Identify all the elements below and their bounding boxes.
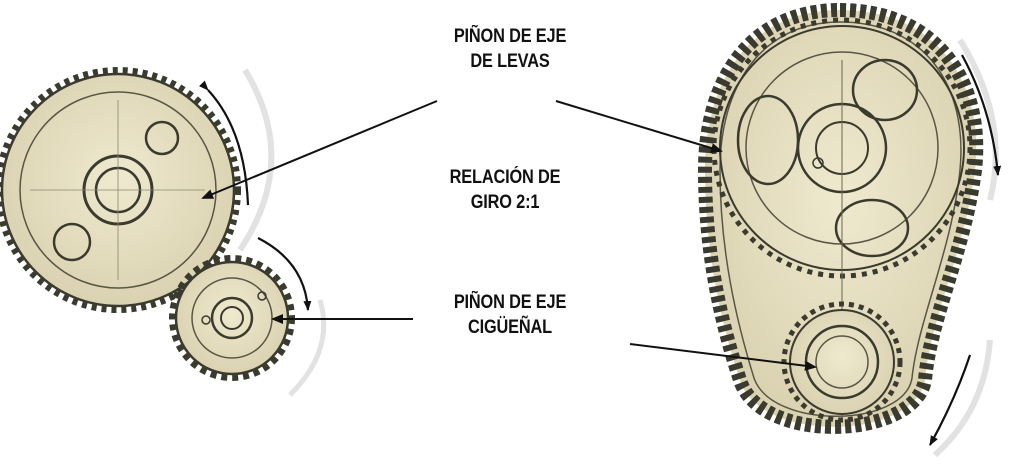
gear-ratio-label: RELACIÓN DE GIRO 2:1 xyxy=(419,165,591,215)
ratio-label-line2: GIRO 2:1 xyxy=(470,192,540,213)
motion-shadow xyxy=(288,299,327,397)
crankshaft-label-line1: PIÑON DE EJE xyxy=(453,292,567,313)
camshaft-gear-left xyxy=(0,67,241,313)
crankshaft-sprocket-right xyxy=(781,301,903,423)
curved-arrow-icon xyxy=(257,237,312,311)
camshaft-sprocket-label: PIÑON DE EJE DE LEVAS xyxy=(424,24,596,74)
curved-arrow-icon xyxy=(961,54,1002,176)
camshaft-label-line1: PIÑON DE EJE xyxy=(453,26,567,47)
timing-chain xyxy=(697,2,984,434)
pointer-arrow-camshaft-left xyxy=(201,100,438,199)
ratio-label-line1: RELACIÓN DE xyxy=(449,167,561,188)
motion-shadow xyxy=(932,339,993,458)
crankshaft-label-line2: CIGÜEÑAL xyxy=(468,317,552,338)
chain-drive-illustration xyxy=(697,2,1002,458)
camshaft-label-line2: DE LEVAS xyxy=(470,51,550,72)
crankshaft-sprocket-label: PIÑON DE EJE CIGÜEÑAL xyxy=(424,290,596,340)
pointer-arrow-camshaft-right xyxy=(555,100,723,153)
motion-shadow xyxy=(957,38,999,201)
pointer-arrow-crankshaft-right xyxy=(629,343,817,371)
curved-arrow-icon xyxy=(198,80,250,206)
motion-shadow xyxy=(237,68,275,252)
curved-arrow-icon xyxy=(929,354,972,446)
gear-drive-illustration xyxy=(0,67,327,397)
